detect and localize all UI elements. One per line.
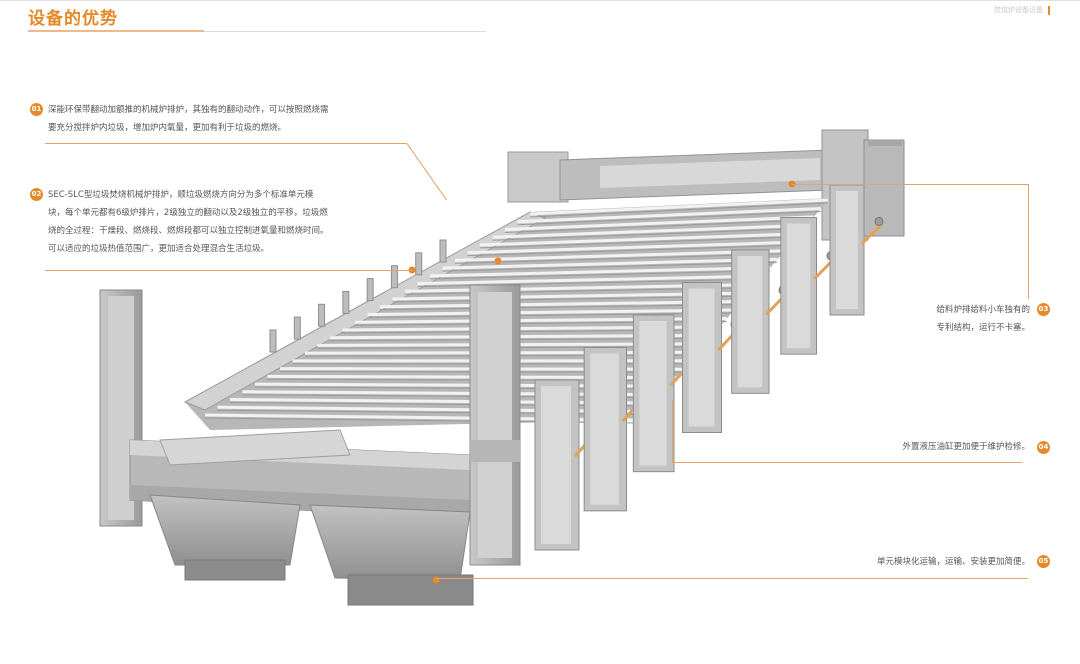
grate-bar: [442, 257, 778, 270]
advantage-04-text: 外置液压油缸更加便于维护检修。: [902, 438, 1030, 456]
grate-bar: [467, 240, 792, 255]
badge-03: 03: [1037, 303, 1050, 316]
railing-post: [342, 290, 350, 314]
title-rule-accent: [28, 30, 204, 32]
side-frame: [583, 347, 647, 512]
leader-line-05-h: [436, 578, 1028, 579]
railing-post: [366, 278, 374, 302]
section-marker: 焚烧炉设备设备: [994, 5, 1050, 15]
advantage-05-text: 单元模块化运输，运输、安装更加简便。: [877, 553, 1030, 571]
railing-post: [439, 239, 447, 263]
section-marker-bar: [1048, 5, 1050, 15]
page-title: 设备的优势: [28, 9, 118, 29]
grate-bar: [479, 232, 800, 247]
badge-05: 05: [1037, 555, 1050, 568]
grate-bar-shadow: [429, 270, 771, 280]
leader-line-01-h: [45, 143, 406, 144]
railing-post: [415, 252, 423, 276]
leader-line-04-v: [672, 400, 673, 462]
grate-bar: [492, 223, 807, 239]
badge-04: 04: [1037, 441, 1050, 454]
side-frame: [780, 217, 837, 355]
side-frame: [682, 282, 742, 433]
advantage-01-line: 要充分搅拌炉内垃圾，增加炉内氧量，更加有利于垃圾的燃烧。: [48, 123, 287, 133]
leader-line-03-v: [1028, 184, 1029, 299]
advantage-02-text: SEC-SLC型垃圾焚烧机械炉排炉，顺垃圾燃烧方向分为多个标准单元模 块，每个单…: [48, 186, 329, 258]
railing-post: [293, 316, 301, 340]
grate-bar-shadow: [454, 253, 785, 264]
grate-bar: [429, 266, 771, 278]
advantage-04-line: 外置液压油缸更加便于维护检修。: [902, 442, 1030, 452]
railing-post: [390, 265, 398, 289]
top-border: [0, 0, 1080, 1]
leader-line-04-h: [672, 462, 1022, 463]
grate-bar: [529, 198, 829, 216]
advantage-01-line: 深能环保带翻动加额推的机械炉排炉，其独有的翻动动作，可以按照燃烧需: [48, 105, 329, 115]
advantage-03-line: 专利结构，运行不卡塞。: [936, 323, 1030, 333]
advantage-02-line: 块，每个单元都有6级炉排片，2级独立的翻动以及2级独立的平移，垃圾燃: [48, 208, 328, 218]
badge-01: 01: [30, 103, 43, 116]
side-frame: [829, 184, 884, 316]
grate-bar-shadow: [517, 210, 821, 226]
leader-line-03-h: [792, 184, 1028, 185]
grate-bar: [367, 308, 735, 316]
side-frame: [731, 249, 789, 394]
advantage-03-text: 给料炉排给料小车独有的 专利结构，运行不卡塞。: [936, 301, 1030, 337]
leader-line-02-h: [45, 270, 412, 271]
advantage-02-line: 烧的全过程：干燥段、燃烧段、燃烬段都可以独立控制进氧量和燃烧时间。: [48, 226, 329, 236]
side-frame: [534, 379, 600, 551]
railing-posts: [269, 239, 447, 353]
grate-bar-shadow: [504, 219, 814, 233]
grate-bar: [517, 206, 821, 224]
side-frames: [534, 184, 884, 551]
grate-bar: [379, 300, 742, 309]
railing-post: [269, 329, 277, 353]
advantage-02-line: SEC-SLC型垃圾焚烧机械炉排炉，顺垃圾燃烧方向分为多个标准单元模: [48, 190, 314, 200]
advantage-05-line: 单元模块化运输，运输、安装更加简便。: [876, 557, 1030, 567]
advantage-02-line: 可以适应的垃圾热值范围广，更加适合处理混合生活垃圾。: [48, 244, 270, 254]
grate-bar: [417, 274, 763, 286]
advantage-01-text: 深能环保带翻动加额推的机械炉排炉，其独有的翻动动作，可以按照燃烧需 要充分搅拌炉…: [48, 101, 329, 137]
section-marker-text: 焚烧炉设备设备: [994, 6, 1043, 14]
grate-bar-shadow: [367, 312, 735, 318]
railing-post: [318, 303, 326, 327]
grate-bar-shadow: [492, 227, 807, 241]
grate-bar-shadow: [467, 244, 792, 257]
grate-bar: [504, 215, 814, 231]
title-rule: [28, 31, 486, 32]
grate-bar-shadow: [529, 202, 829, 218]
grate-bar-shadow: [479, 236, 800, 249]
advantage-03-line: 给料炉排给料小车独有的: [936, 305, 1030, 315]
ash-hoppers: [149, 429, 474, 606]
grate-bar-shadow: [442, 261, 778, 272]
grate-bar-shadow: [379, 304, 742, 311]
grate-bar: [454, 249, 785, 262]
badge-02: 02: [30, 188, 43, 201]
